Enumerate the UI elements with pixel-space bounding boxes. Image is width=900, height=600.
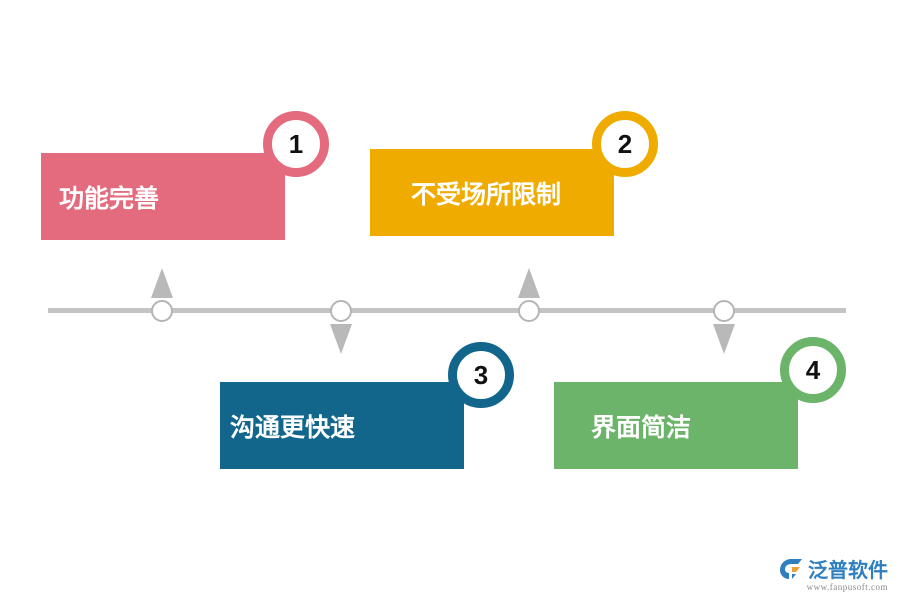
- timeline-node-4: [713, 300, 735, 322]
- step-number-badge-1: 1: [263, 111, 329, 177]
- step-label-3: 沟通更快速: [230, 412, 356, 442]
- step-number-3: 3: [473, 359, 489, 390]
- step-card-2: 不受场所限制: [370, 149, 614, 236]
- step-number-badge-4: 4: [780, 337, 846, 403]
- step-card-4: 界面简洁: [554, 382, 798, 469]
- brand-url: www.fanpusoft.com: [806, 582, 888, 592]
- step-label-1: 功能完善: [59, 183, 160, 213]
- fanpu-logo-icon: [780, 558, 802, 579]
- step-number-1: 1: [288, 128, 304, 159]
- timeline-line: [48, 308, 846, 313]
- brand-logo: 泛普软件 www.fanpusoft.com: [778, 554, 888, 592]
- step-card-3: 沟通更快速: [220, 382, 464, 469]
- arrow-up-1: [151, 268, 173, 298]
- step-number-4: 4: [805, 354, 821, 385]
- step-number-2: 2: [617, 128, 633, 159]
- brand-name: 泛普软件: [808, 558, 888, 582]
- arrow-down-3: [330, 324, 352, 354]
- timeline-node-3: [330, 300, 352, 322]
- timeline-node-1: [151, 300, 173, 322]
- step-label-4: 界面简洁: [591, 412, 692, 442]
- step-card-1: 功能完善: [41, 153, 285, 240]
- timeline-node-2: [518, 300, 540, 322]
- step-number-badge-2: 2: [592, 111, 658, 177]
- arrow-up-2: [518, 268, 540, 298]
- step-number-badge-3: 3: [448, 342, 514, 408]
- step-label-2: 不受场所限制: [411, 179, 562, 209]
- arrow-down-4: [713, 324, 735, 354]
